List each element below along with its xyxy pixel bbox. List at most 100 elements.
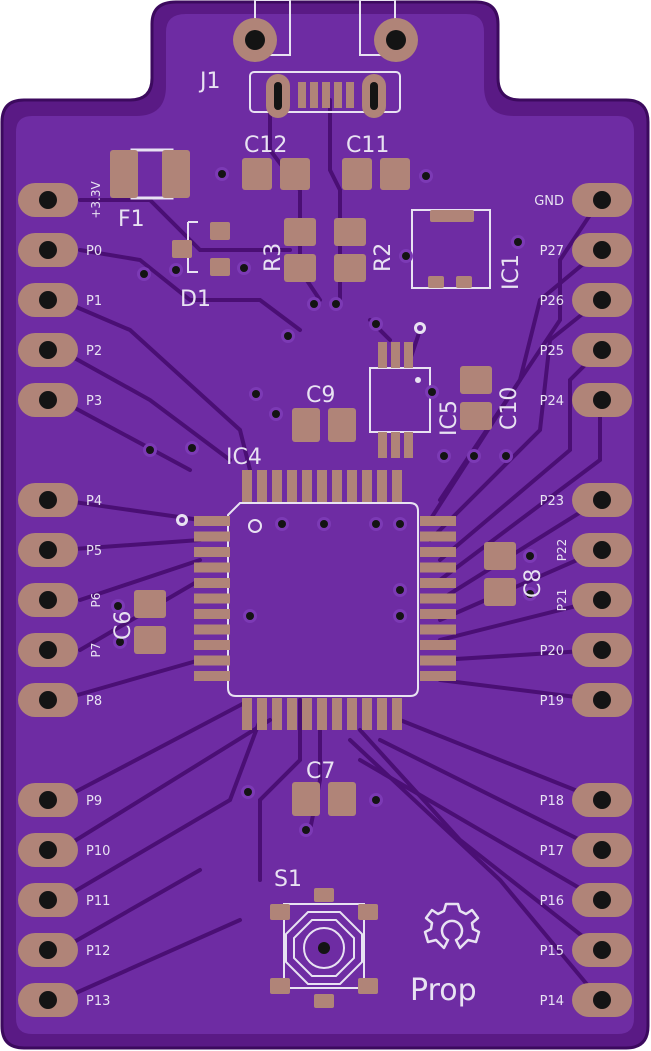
via xyxy=(399,249,413,263)
usb-connector-j1 xyxy=(233,0,418,118)
header-pin: P6 xyxy=(18,583,103,617)
capacitor-c8 xyxy=(484,542,516,606)
capacitor-c7 xyxy=(292,782,356,816)
capacitor-c10 xyxy=(460,366,492,430)
via xyxy=(237,261,251,275)
pin-label: P4 xyxy=(86,494,102,509)
via xyxy=(467,449,481,463)
ic-pad xyxy=(242,470,252,502)
ic-pad xyxy=(194,547,230,557)
via xyxy=(215,167,229,181)
ic-pad xyxy=(332,470,342,502)
header-pin: P24 xyxy=(540,383,632,417)
header-pin: P12 xyxy=(18,933,110,967)
pin-label: P19 xyxy=(540,694,564,709)
header-pin: P9 xyxy=(18,783,102,817)
via xyxy=(113,635,127,649)
pin-label: P9 xyxy=(86,794,102,809)
ic-pad xyxy=(287,698,297,730)
fuse-f1 xyxy=(110,148,190,200)
pin-label: P5 xyxy=(86,544,102,559)
pin-label: P17 xyxy=(540,844,564,859)
ic-pad xyxy=(377,470,387,502)
header-pin: P14 xyxy=(540,983,632,1017)
label-ic1: IC1 xyxy=(499,254,524,290)
header-pin: P23 xyxy=(540,483,632,517)
via xyxy=(317,517,331,531)
label-j1: J1 xyxy=(198,69,221,94)
ic4-microcontroller xyxy=(176,470,456,730)
ic-pad xyxy=(420,671,456,681)
label-c10: C10 xyxy=(497,387,522,430)
pin-label: P20 xyxy=(540,644,564,659)
header-pin: P13 xyxy=(18,983,110,1017)
ic-pad xyxy=(287,470,297,502)
via xyxy=(137,267,151,281)
ic-pad xyxy=(317,470,327,502)
pin-label: P6 xyxy=(89,593,103,608)
pin-label: P24 xyxy=(540,394,564,409)
header-pin: P2 xyxy=(18,333,102,367)
pin-label: P0 xyxy=(86,244,102,259)
ic-pad xyxy=(420,516,456,526)
header-pin: P1 xyxy=(18,283,102,317)
capacitor-c9 xyxy=(292,408,356,442)
pin-label: P18 xyxy=(540,794,564,809)
capacitor-c11 xyxy=(342,158,410,190)
label-c7: C7 xyxy=(306,759,335,784)
via xyxy=(281,329,295,343)
via xyxy=(523,587,537,601)
pin-label: +3.3V xyxy=(89,181,103,219)
header-pin: +3.3V xyxy=(18,181,103,219)
ic-pad xyxy=(194,516,230,526)
header-pin: P17 xyxy=(540,833,632,867)
ic-pad xyxy=(392,698,402,730)
header-pin: P16 xyxy=(540,883,632,917)
ic-pad xyxy=(420,531,456,542)
via xyxy=(249,387,263,401)
ic-pad xyxy=(194,609,230,619)
via xyxy=(269,407,283,421)
ic-pad xyxy=(347,470,357,502)
via xyxy=(111,599,125,613)
pushbutton-s1 xyxy=(270,888,378,1008)
ic-pad xyxy=(362,470,372,502)
via xyxy=(393,517,407,531)
open-hardware-gear-icon xyxy=(423,902,481,950)
via xyxy=(437,449,451,463)
header-pin: P0 xyxy=(18,233,102,267)
ic-pad xyxy=(392,470,402,502)
capacitor-c6 xyxy=(134,590,166,654)
via xyxy=(241,785,255,799)
ic-pad xyxy=(257,470,267,502)
ic-pad xyxy=(194,562,230,573)
pin-label: P23 xyxy=(540,494,564,509)
header-pin: P11 xyxy=(18,883,110,917)
pin-label: GND xyxy=(534,194,564,209)
via xyxy=(243,609,257,623)
via xyxy=(299,823,313,837)
header-pin: P18 xyxy=(540,783,632,817)
pin-label: P2 xyxy=(86,344,102,359)
pin-label: P11 xyxy=(86,894,110,909)
via xyxy=(419,169,433,183)
ic-pad xyxy=(194,593,230,604)
ic-pad xyxy=(362,698,372,730)
label-ic4: IC4 xyxy=(226,445,262,470)
via xyxy=(369,517,383,531)
header-pin: P27 xyxy=(540,233,632,267)
label-c12: C12 xyxy=(244,133,287,158)
right-header: GNDP27P26P25P24P23P22P21P20P19P18P17P16P… xyxy=(534,183,632,1017)
label-r2: R2 xyxy=(371,243,396,272)
ic-pad xyxy=(420,578,456,588)
pin-label: P16 xyxy=(540,894,564,909)
header-pin: P8 xyxy=(18,683,102,717)
ic-pad xyxy=(194,640,230,650)
pin-label: P8 xyxy=(86,694,102,709)
ic-pad xyxy=(420,609,456,619)
ic-pad xyxy=(242,698,252,730)
via xyxy=(307,297,321,311)
header-pin: P22 xyxy=(555,533,632,567)
